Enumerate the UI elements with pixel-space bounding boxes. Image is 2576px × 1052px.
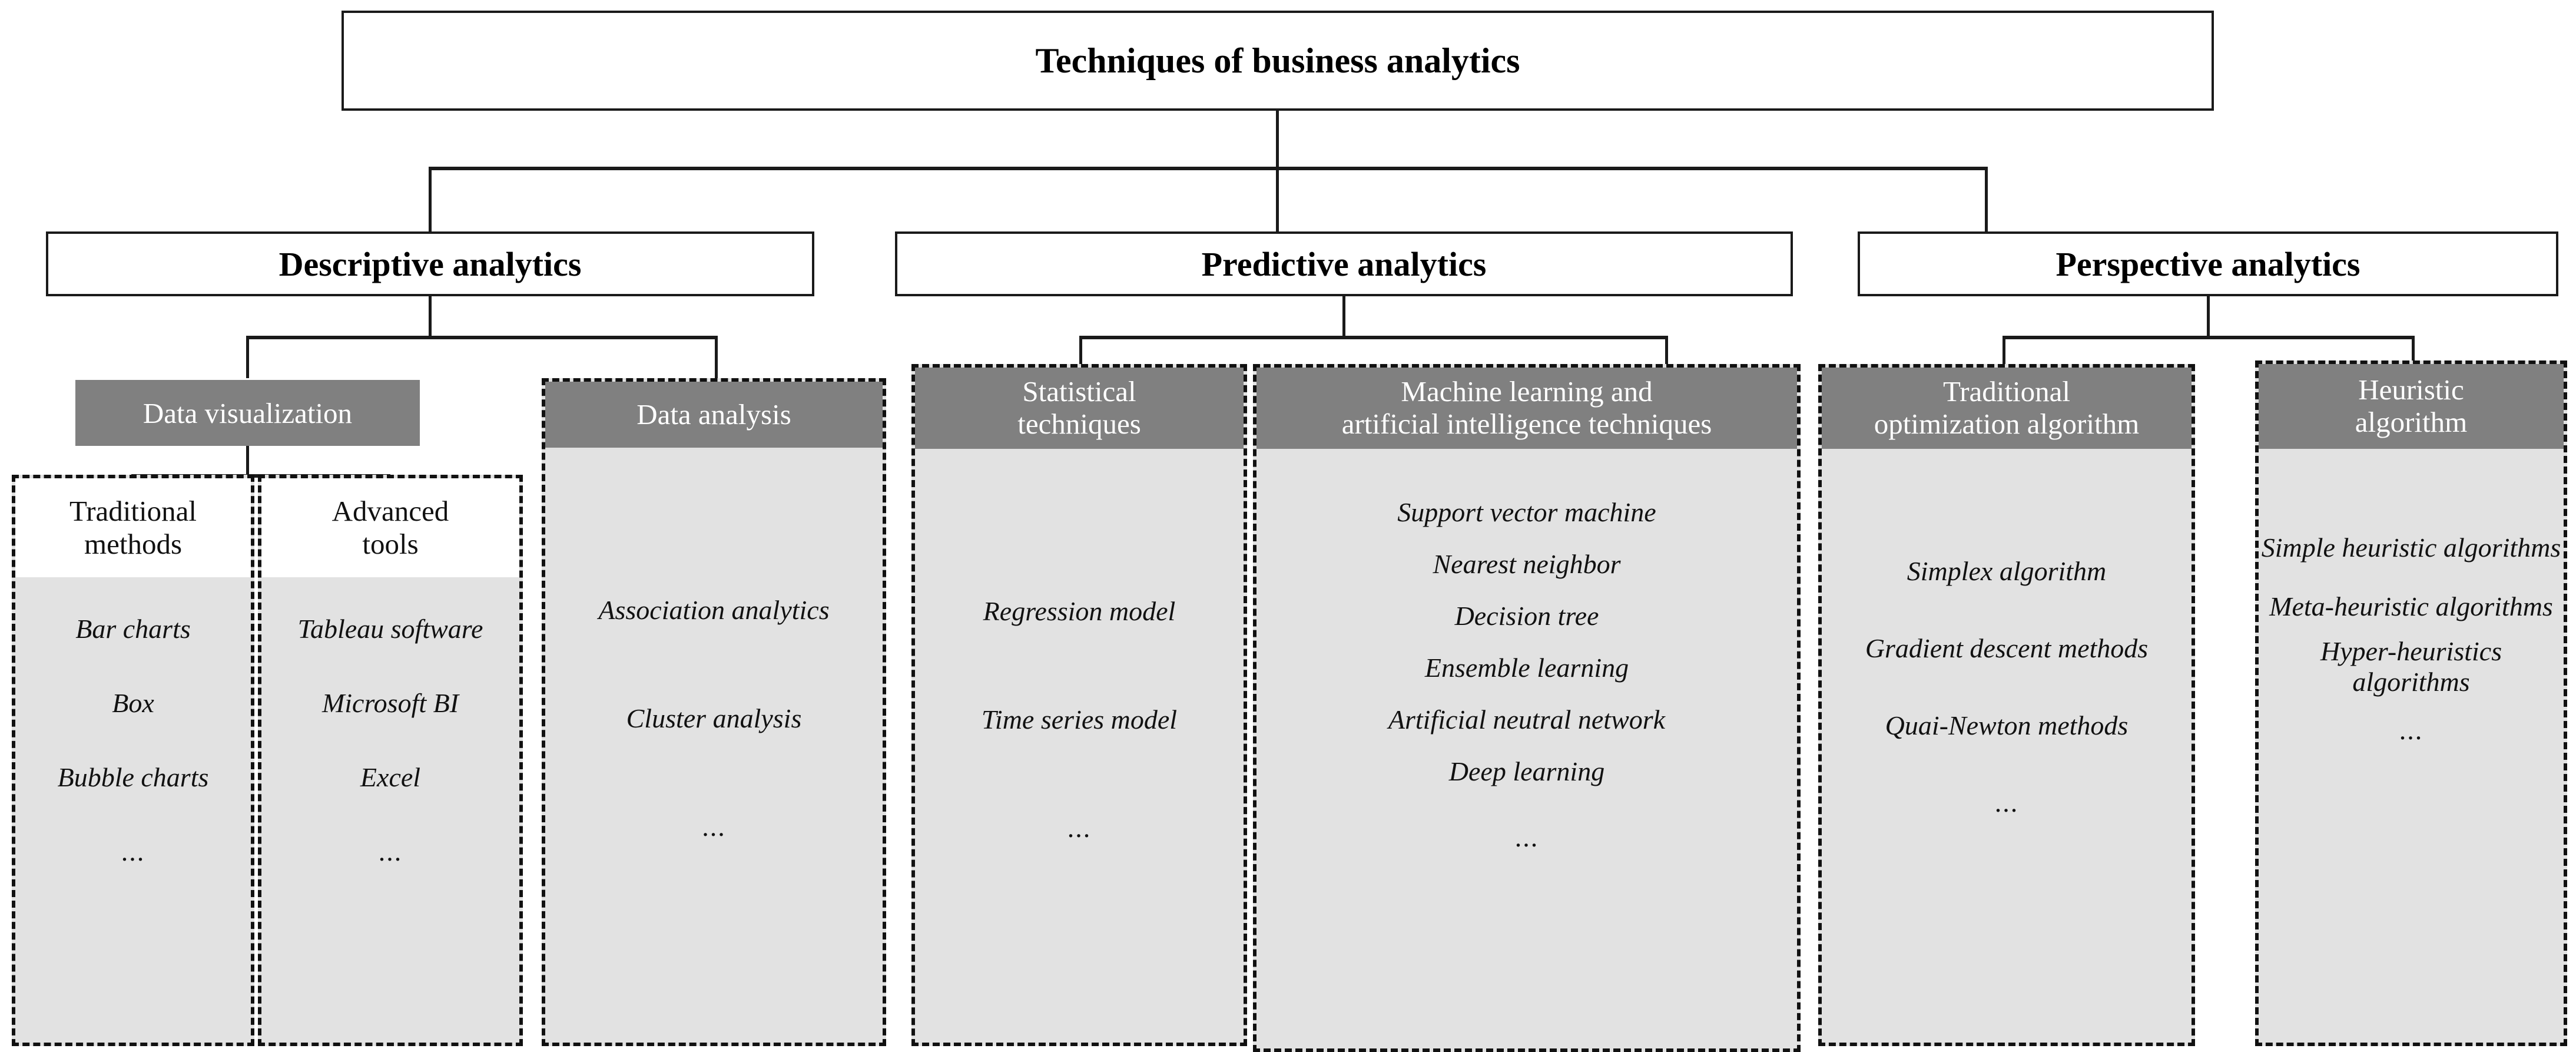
column-header-machine-learning: Machine learning and artificial intellig… [1256,368,1797,449]
header-line-1: Advanced [331,495,449,528]
list-item-ellipsis: ... [1514,822,1539,852]
header-line-2: tools [362,528,419,560]
tier2-node-descriptive-analytics: Descriptive analytics [46,231,814,296]
column-header-heuristic-algorithm: Heuristic algorithm [2259,364,2564,449]
connector-drop-machine-learning [1665,336,1668,378]
list-item: Quai-Newton methods [1885,710,2129,740]
list-item-ellipsis: ... [702,811,726,842]
connector-bus-tier2 [429,167,1988,170]
header-line-2: optimization algorithm [1874,408,2140,440]
connector-predictive-bus [1079,336,1668,339]
tier2-node-predictive-analytics: Predictive analytics [895,231,1793,296]
tier2-label-perspective: Perspective analytics [2056,244,2360,283]
list-item: Hyper-heuristics algorithms [2320,636,2502,697]
list-item: Excel [360,762,421,792]
column-header-traditional-methods: Traditional methods [15,478,251,577]
list-item: Support vector machine [1397,497,1656,527]
list-item: Bubble charts [57,762,209,792]
connector-descriptive-stem [429,296,432,338]
list-item: Tableau software [297,614,483,644]
connector-drop-traditional-optimization [2003,336,2005,378]
column-data-analysis: Data analysis Association analytics Clus… [542,378,886,1046]
header-line-1: Statistical [1022,375,1136,408]
connector-perspective-stem [2207,296,2210,338]
list-item: Deep learning [1448,756,1605,786]
column-body-heuristic-algorithm: Simple heuristic algorithms Meta-heurist… [2259,449,2564,1043]
column-heuristic-algorithm: Heuristic algorithm Simple heuristic alg… [2255,360,2567,1046]
group-header-data-visualization-label: Data visualization [142,396,353,429]
list-item-ellipsis: ... [1067,812,1092,843]
column-traditional-methods: Traditional methods Bar charts Box Bubbl… [12,475,254,1046]
header-line-2: methods [84,528,183,560]
list-item-ellipsis: ... [121,836,145,866]
connector-drop-descriptive [429,167,432,231]
connector-drop-statistical-techniques [1079,336,1082,378]
list-item: Meta-heuristic algorithms [2269,591,2553,621]
column-body-machine-learning: Support vector machine Nearest neighbor … [1256,449,1797,1048]
connector-trunk-main [1276,111,1279,168]
list-item-ellipsis: ... [1994,787,2019,818]
column-body-advanced-tools: Tableau software Microsoft BI Excel ... [261,577,519,1043]
column-header-data-analysis: Data analysis [545,382,883,448]
list-item: Microsoft BI [321,687,459,718]
list-item: Simple heuristic algorithms [2261,532,2561,563]
group-header-data-visualization: Data visualization [75,380,420,446]
header-line-1: Traditional [69,495,197,528]
tier2-label-descriptive: Descriptive analytics [279,244,582,283]
list-item: Association analytics [598,595,830,625]
header-line-2: techniques [1017,408,1141,440]
list-item: Regression model [983,596,1176,626]
column-machine-learning: Machine learning and artificial intellig… [1253,364,1801,1052]
column-header-data-analysis-label: Data analysis [636,398,791,431]
list-item: Cluster analysis [626,703,802,733]
tier2-label-predictive: Predictive analytics [1201,244,1487,283]
tier2-node-perspective-analytics: Perspective analytics [1858,231,2558,296]
header-line-1: Machine learning and [1401,375,1653,408]
list-item: Artificial neutral network [1388,704,1666,735]
connector-drop-heuristic-algorithm [2412,336,2415,378]
connector-descriptive-bus [246,336,718,339]
connector-drop-predictive [1276,167,1279,231]
root-node-techniques-of-business-analytics: Techniques of business analytics [342,11,2214,111]
column-body-statistical-techniques: Regression model Time series model ... [915,449,1244,1043]
connector-drop-data-analysis [715,336,718,378]
column-body-traditional-methods: Bar charts Box Bubble charts ... [15,577,251,1043]
list-item: Nearest neighbor [1433,548,1621,579]
column-header-statistical-techniques: Statistical techniques [915,368,1244,449]
header-line-2: algorithm [2355,406,2468,438]
connector-perspective-bus [2003,336,2415,339]
list-item: Box [112,687,154,718]
list-item: Time series model [981,704,1178,735]
column-body-data-analysis: Association analytics Cluster analysis .… [545,448,883,1043]
connector-data-visualization-stem [246,445,249,476]
column-statistical-techniques: Statistical techniques Regression model … [911,364,1247,1046]
connector-predictive-stem [1342,296,1345,338]
list-item: Bar charts [75,614,191,644]
column-header-traditional-optimization: Traditional optimization algorithm [1822,368,2192,449]
list-item-ellipsis: ... [378,836,403,866]
header-line-1: Heuristic [2358,373,2464,406]
list-item: Ensemble learning [1424,652,1629,683]
root-node-label: Techniques of business analytics [1035,41,1520,80]
connector-drop-perspective [1985,167,1988,231]
header-line-2: artificial intelligence techniques [1341,408,1712,440]
list-item: Decision tree [1454,600,1599,631]
list-item-ellipsis: ... [2399,714,2424,745]
column-body-traditional-optimization: Simplex algorithm Gradient descent metho… [1822,449,2192,1043]
column-header-advanced-tools: Advanced tools [261,478,519,577]
column-advanced-tools: Advanced tools Tableau software Microsof… [258,475,523,1046]
connector-drop-data-visualization [246,336,249,378]
list-item: Gradient descent methods [1865,633,2149,663]
header-line-1: Traditional [1943,375,2070,408]
column-traditional-optimization: Traditional optimization algorithm Simpl… [1818,364,2195,1046]
list-item: Simplex algorithm [1907,556,2107,586]
